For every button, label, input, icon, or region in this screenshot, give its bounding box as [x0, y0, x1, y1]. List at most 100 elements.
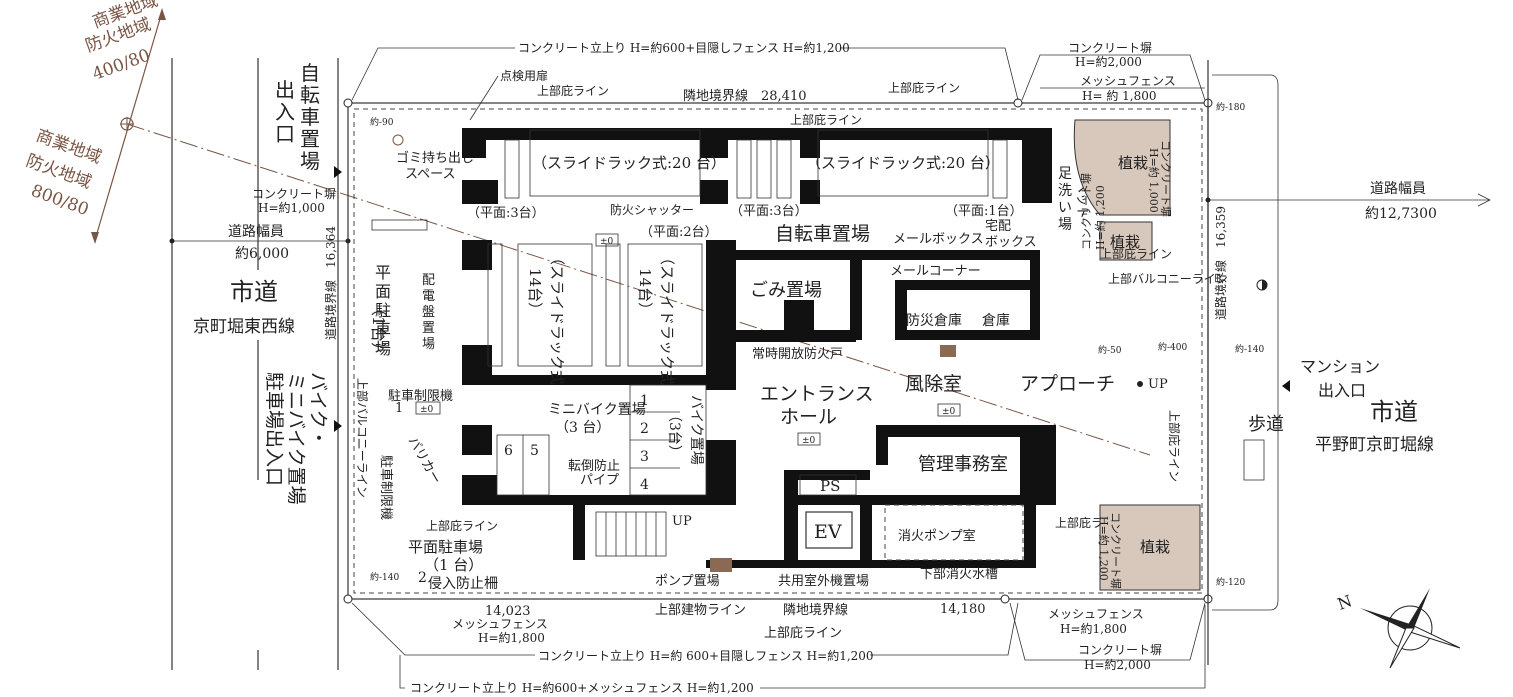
up-dot — [1137, 381, 1143, 387]
neighbor-bottom-label: 隣地境界線 — [783, 602, 848, 618]
fire-tank-label: 下部消火水槽 — [920, 567, 998, 582]
building-line-label: 上部建物ライン — [655, 603, 746, 618]
er-3: 置 — [422, 321, 435, 336]
slide-rack-2-box — [817, 129, 989, 197]
planting-mid — [1099, 221, 1153, 261]
flat-parking-bottom-2: （1 台） — [424, 556, 483, 574]
inspection-door-label: 点検用扉 — [500, 69, 548, 83]
bicycle-entrance-arrow-icon — [334, 166, 342, 178]
wall-w — [462, 495, 717, 505]
slot-5: 5 — [530, 443, 539, 459]
wall-r — [895, 280, 907, 340]
electric-room-label: 配 電 盤 置 場 — [422, 273, 435, 352]
wall-left-2: H=約1,000 — [258, 200, 325, 215]
wall-br-2: H=約2,000 — [1084, 657, 1151, 672]
windbreak: 風除室 — [905, 373, 962, 395]
num-2: 2 — [418, 570, 427, 586]
bike-ent-7: 口 — [275, 122, 295, 146]
level-120: 約-120 — [1216, 576, 1245, 588]
wall-c — [700, 128, 728, 158]
compass-needle-s — [1409, 623, 1461, 649]
minibike-1: ミニバイク置場 — [548, 402, 646, 418]
tr-wall-label-2: H=約2,000 — [1075, 54, 1142, 69]
top-fence-bg — [515, 39, 840, 55]
dim-bottom-left: 14,023 — [485, 604, 531, 619]
entrance-hall-2: ホール — [780, 406, 837, 428]
er-0: 配 — [422, 273, 435, 288]
ev-box — [805, 511, 853, 549]
level-180: 約-180 — [1216, 101, 1245, 113]
parking-stopper-label-2: 駐車制限機 — [378, 455, 393, 520]
parking-stopper-label-1: 駐車制限機 — [388, 389, 453, 404]
approach: アプローチ — [1020, 373, 1115, 395]
garbage-room: ごみ置場 — [750, 280, 822, 301]
dim-dot-w1 — [169, 238, 175, 244]
marker-half — [1262, 280, 1267, 290]
bottom-fence2-label: コンクリート立上り H=約600+メッシュフェンス H=約1,200 — [410, 680, 754, 695]
inspection-leader — [469, 75, 499, 121]
wall-o — [784, 300, 814, 342]
mesh-bl-2: H=約1,800 — [478, 630, 545, 645]
level-box-2 — [595, 233, 619, 247]
foot-wash-3: 場 — [1058, 217, 1072, 233]
wall-b — [462, 180, 498, 204]
planting-top — [1073, 119, 1171, 216]
stairs — [595, 511, 667, 557]
compass-needle-e — [1406, 588, 1430, 628]
outdoor-unit-label: 共用室外機置場 — [778, 573, 869, 589]
level-box-3 — [797, 432, 821, 446]
east-road-name: 市道 — [1370, 398, 1418, 426]
compass-n-letter: N — [1335, 591, 1355, 614]
wall-aa — [1020, 425, 1056, 505]
delivery-box-2: ボックス — [985, 235, 1037, 250]
foot-wash-1: 洗 — [1058, 183, 1072, 199]
bike-ent-1: 転 — [300, 83, 320, 107]
bike-num-3: 3 — [640, 449, 649, 465]
mail-corner: メールコーナー — [890, 264, 981, 279]
wall-p — [862, 250, 1032, 260]
planting-label-1: 植栽 — [1118, 154, 1148, 172]
flat-parking-top-label: 平 面 駐 車 場 （1台） — [369, 263, 391, 358]
bike-parking-arrow-icon — [334, 420, 342, 432]
west-road-width-label: 道路幅員 — [228, 224, 284, 240]
eave-line-left: 上部庇ライン — [426, 518, 498, 533]
vrack-2-a: （スライドラック式 — [658, 250, 676, 385]
foot-wash-2: い — [1058, 200, 1072, 216]
level-140b: 約-140 — [1235, 343, 1264, 355]
barricade-label: バリカー — [405, 435, 444, 488]
zoning-divide-line — [126, 123, 1151, 456]
flat-2: （平面:2台） — [640, 225, 718, 240]
bottom-fence-bg — [535, 647, 870, 663]
flat-3b: （平面:3台） — [730, 204, 808, 219]
road-boundary-right: 道路境界線 16,359 — [1213, 206, 1228, 320]
wall-l — [726, 250, 861, 260]
fp-3: 車 — [375, 320, 391, 339]
road-boundary-left: 道路境界線 16,364 — [323, 226, 338, 340]
zoning-arrow-up-icon — [158, 8, 166, 20]
mansion-entrance-1: マンション — [1300, 357, 1380, 376]
num-1: 1 — [395, 401, 403, 416]
wall-left-rect — [371, 219, 428, 231]
fp-1: 面 — [375, 282, 391, 301]
compass-needle-n — [1360, 608, 1410, 632]
bike-num-4: 4 — [640, 477, 649, 493]
corner-3 — [343, 594, 353, 604]
unit-icon — [710, 558, 732, 572]
level-140: 約-140 — [370, 571, 399, 583]
sidewalk-rect — [1243, 439, 1265, 481]
level-zero-4: ±0 — [942, 407, 956, 417]
slot-6: 6 — [504, 443, 513, 459]
bottom-fence-label: コンクリート立上り H=約 600+目隠しフェンス H=約1,200 — [538, 648, 874, 663]
stairs-box — [595, 511, 667, 557]
vrack-slot-1 — [487, 243, 503, 367]
mesh-br-1: メッシュフェンス — [1048, 607, 1144, 621]
vrack-slot-2 — [605, 243, 621, 367]
wall-j — [462, 375, 717, 385]
wall-t — [895, 330, 1040, 340]
wall-g — [1022, 128, 1052, 203]
compass-ring — [1387, 605, 1433, 651]
mansion-entrance-2: 出入口 — [1318, 381, 1366, 400]
balcony-line-left: 上部バルコニーライン — [355, 378, 370, 498]
tr-wall-label-1: コンクリート塀 — [1068, 41, 1152, 55]
